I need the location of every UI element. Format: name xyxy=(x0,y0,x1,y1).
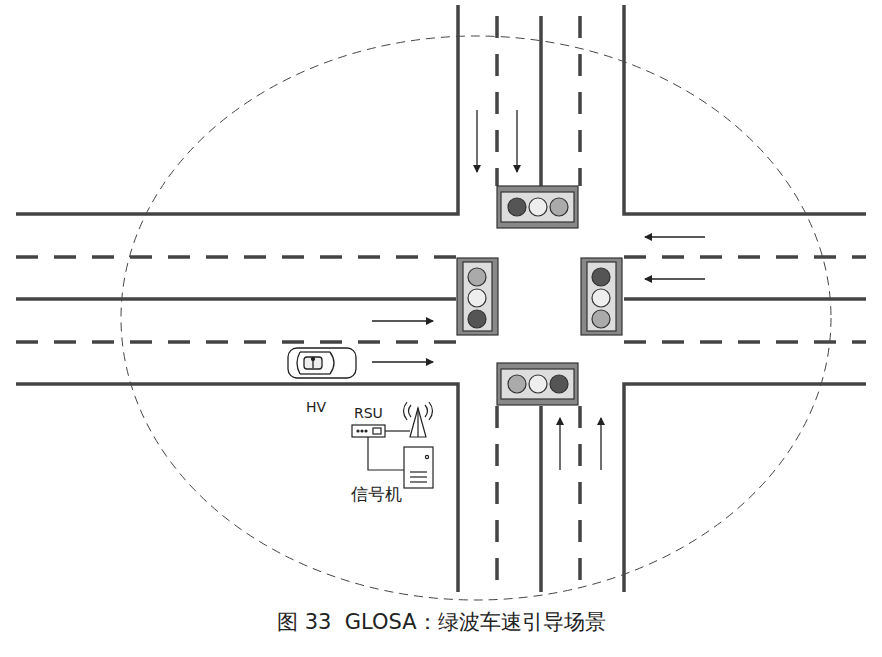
road-edges xyxy=(16,5,866,592)
traffic-lights xyxy=(457,186,622,405)
lane-dashes xyxy=(16,16,866,592)
car-icon xyxy=(288,348,356,378)
figure-caption: 图 33 GLOSA：绿波车速引导场景 xyxy=(277,612,606,633)
rsu-equipment xyxy=(352,402,433,488)
rsu-label: RSU xyxy=(354,406,383,420)
coverage-ellipse xyxy=(121,36,831,600)
signal-controller-label: 信号机 xyxy=(351,486,402,503)
direction-arrows xyxy=(372,110,705,470)
vehicle-label: HV xyxy=(306,400,326,414)
